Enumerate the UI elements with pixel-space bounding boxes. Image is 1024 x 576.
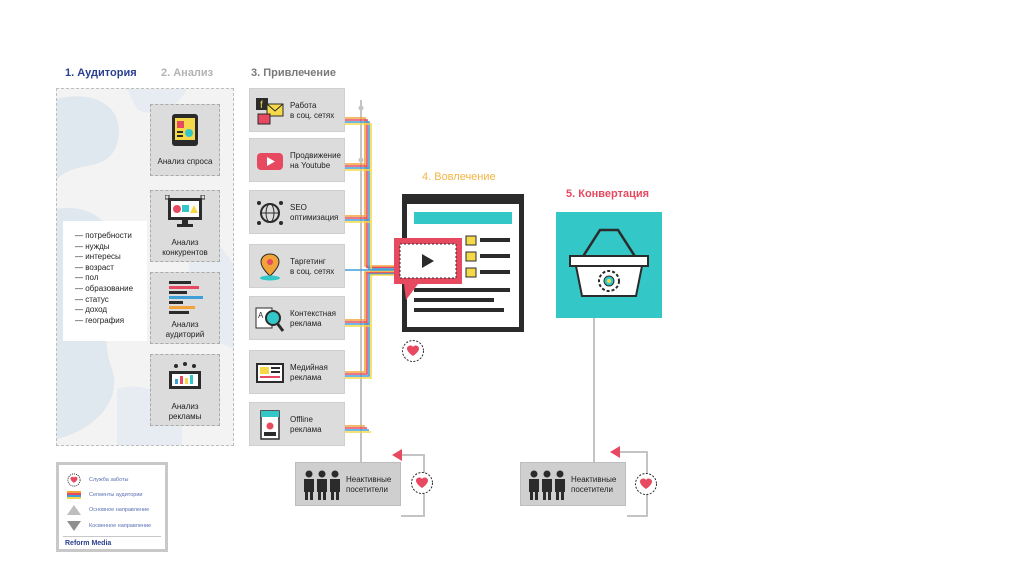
legend-label: Косвенное направление bbox=[89, 523, 152, 529]
youtube-icon bbox=[257, 153, 283, 170]
shopping-basket-icon bbox=[569, 228, 649, 297]
step-conversion-heading: 5. Конвертация bbox=[566, 188, 650, 200]
attraction-card-offline[interactable]: Offline реклама bbox=[249, 402, 345, 446]
attraction-card-label: Контекстная реклама bbox=[290, 309, 337, 328]
heart-care-icon bbox=[635, 473, 657, 495]
list-item: — интересы bbox=[75, 252, 121, 262]
legend-divider bbox=[63, 536, 161, 537]
analysis-card-label: Анализ аудиторий bbox=[165, 320, 205, 339]
audience-attribute-list: — потребности — нужды — интересы — возра… bbox=[63, 221, 147, 341]
attraction-card-label: Медийная реклама bbox=[290, 363, 328, 382]
step-attraction-heading: 3. Привлечение bbox=[251, 67, 336, 79]
list-item: — возраст bbox=[75, 262, 114, 272]
inactive-visitors-left[interactable]: Неактивные посетители bbox=[295, 462, 401, 506]
list-item: — пол bbox=[75, 273, 99, 283]
attraction-card-context[interactable]: A Контекстная реклама bbox=[249, 296, 345, 340]
inactive-visitors-label: Неактивные посетители bbox=[346, 475, 392, 494]
newspaper-icon bbox=[256, 363, 284, 383]
attraction-card-label: Offline реклама bbox=[290, 415, 322, 434]
attraction-card-social[interactable]: f Работа в соц. сетях bbox=[249, 88, 345, 132]
svg-text:A: A bbox=[258, 311, 264, 320]
analysis-card-label: Анализ спроса bbox=[157, 157, 213, 166]
legend-label: Основное направление bbox=[89, 507, 150, 513]
attraction-card-youtube[interactable]: Продвижение на Youtube bbox=[249, 138, 345, 182]
engagement-browser-video-icon bbox=[394, 194, 524, 332]
legend-row-indirect: Косвенное направление bbox=[67, 521, 151, 531]
brand-name: Reform Media bbox=[65, 540, 112, 547]
map-pin-icon bbox=[260, 253, 280, 281]
bar-list-icon bbox=[169, 281, 203, 314]
attraction-card-label: SEO оптимизация bbox=[290, 203, 339, 222]
monitor-shapes-icon bbox=[165, 195, 205, 227]
heart-care-icon bbox=[402, 340, 424, 362]
people-group-icon bbox=[529, 470, 565, 500]
attraction-card-label: Таргетинг в соц. сетях bbox=[290, 257, 335, 276]
social-network-icon: f bbox=[256, 98, 284, 125]
analysis-card-label: Анализ конкурентов bbox=[162, 238, 208, 257]
step-audience-heading: 1. Аудитория bbox=[65, 67, 137, 79]
legend: Служба заботы Сегменты аудитории Основно… bbox=[56, 462, 168, 552]
list-item: — статус bbox=[75, 294, 109, 304]
heart-care-icon bbox=[411, 472, 433, 494]
svg-text:f: f bbox=[260, 100, 263, 111]
attraction-card-media[interactable]: Медийная реклама bbox=[249, 350, 345, 394]
list-item: — доход bbox=[75, 305, 108, 315]
legend-row-main: Основное направление bbox=[67, 505, 149, 515]
ad-board-icon bbox=[169, 362, 201, 389]
conversion-box bbox=[556, 212, 662, 318]
triangle-down-icon bbox=[67, 521, 81, 531]
analysis-card-ads[interactable]: Анализ рекламы bbox=[150, 354, 220, 426]
globe-network-icon bbox=[257, 201, 283, 225]
legend-label: Сегменты аудитории bbox=[89, 492, 143, 498]
inactive-visitors-right[interactable]: Неактивные посетители bbox=[520, 462, 626, 506]
segments-stripes-icon bbox=[67, 491, 81, 499]
step-analysis-heading: 2. Анализ bbox=[161, 67, 214, 79]
list-item: — нужды bbox=[75, 241, 110, 251]
attraction-card-label: Работа в соц. сетях bbox=[290, 101, 335, 120]
analysis-card-audiences[interactable]: Анализ аудиторий bbox=[150, 272, 220, 344]
attraction-card-targeting[interactable]: Таргетинг в соц. сетях bbox=[249, 244, 345, 288]
list-item: — география bbox=[75, 315, 125, 325]
analysis-card-competitors[interactable]: Анализ конкурентов bbox=[150, 190, 220, 262]
list-item: — образование bbox=[75, 283, 134, 293]
people-group-icon bbox=[304, 470, 340, 500]
tablet-chart-icon bbox=[172, 114, 198, 146]
triangle-up-icon bbox=[67, 505, 81, 515]
list-item: — потребности bbox=[75, 231, 132, 240]
legend-label: Служба заботы bbox=[89, 477, 129, 483]
legend-row-segments: Сегменты аудитории bbox=[67, 491, 142, 499]
analysis-card-label: Анализ рекламы bbox=[168, 402, 202, 421]
inactive-visitors-label: Неактивные посетители bbox=[571, 475, 617, 494]
magnifier-icon: A bbox=[255, 307, 285, 332]
banner-stand-icon bbox=[260, 410, 280, 440]
attraction-card-label: Продвижение на Youtube bbox=[290, 151, 341, 170]
step-engagement-heading: 4. Вовлечение bbox=[422, 171, 496, 183]
analysis-card-demand[interactable]: Анализ спроса bbox=[150, 104, 220, 176]
heart-care-icon bbox=[67, 473, 81, 487]
attraction-card-seo[interactable]: SEO оптимизация bbox=[249, 190, 345, 234]
legend-row-care: Служба заботы bbox=[67, 473, 129, 487]
